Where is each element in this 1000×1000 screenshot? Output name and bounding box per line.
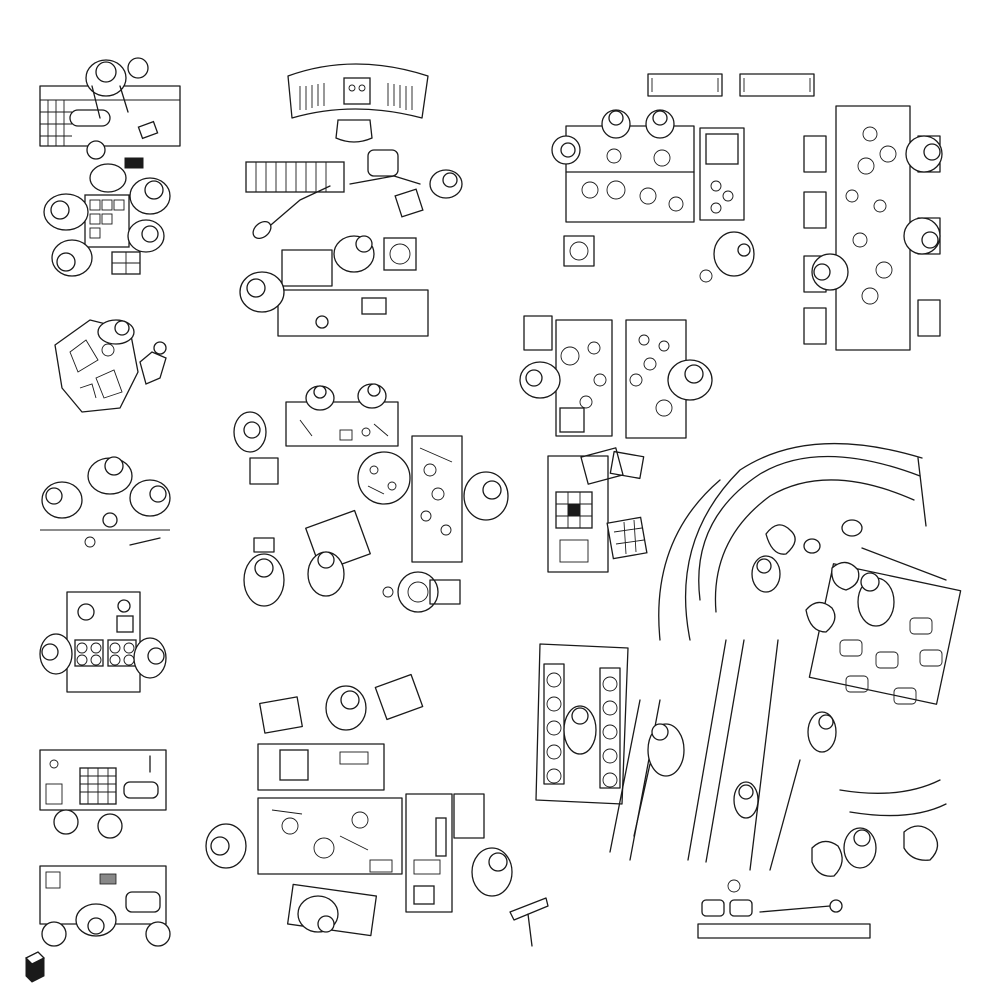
collage-work	[54, 319, 167, 413]
dual-craft-desk	[233, 383, 399, 485]
dj-console-desk	[287, 63, 429, 143]
art-studio-tables	[205, 673, 549, 947]
crafting-table-group	[43, 157, 171, 277]
craft-tables-middle	[519, 315, 713, 439]
stove-cooking	[39, 591, 167, 693]
music-instruments-room	[239, 149, 463, 337]
counter-appliances	[39, 749, 167, 839]
kitchen-counter-cook	[39, 57, 181, 160]
toddler-play	[243, 509, 371, 607]
brand-logo-icon	[24, 951, 46, 983]
picnic-tables	[535, 643, 629, 805]
cafe-tables	[551, 109, 755, 283]
puzzle-tables	[547, 447, 648, 573]
painting-tables	[357, 435, 509, 613]
benches	[647, 73, 815, 97]
sink-kitchen	[39, 865, 171, 947]
dining-table-long	[803, 105, 943, 351]
waterslide-pool	[609, 442, 962, 939]
clay-sculpting	[40, 456, 171, 548]
